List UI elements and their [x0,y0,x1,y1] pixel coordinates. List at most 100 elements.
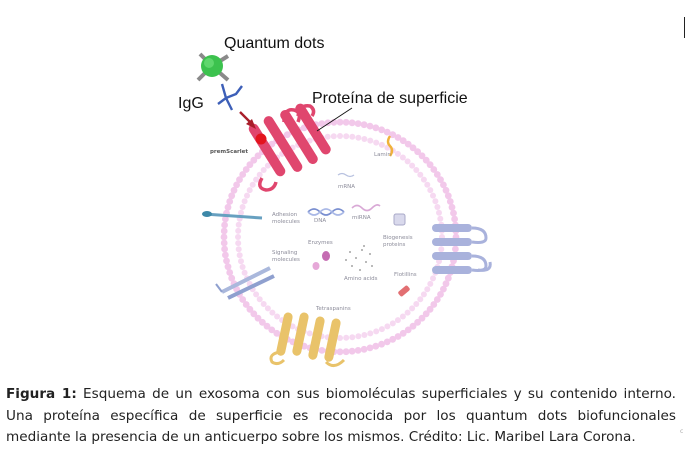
membrane-lipid [367,330,374,337]
membrane-lipid [426,305,434,313]
membrane-lipid [440,181,447,189]
membrane-lipid [436,209,442,216]
membrane-lipid [222,215,229,223]
membrane-lipid [437,291,444,298]
membrane-lipid [404,158,411,165]
membrane-lipid [378,340,385,348]
membrane-lipid [239,264,246,270]
premscarlet-label: premScarlet [210,149,248,155]
surface-protein-pointer [316,107,353,132]
membrane-lipid [394,150,401,157]
membrane-lipid [306,330,313,337]
membrane-lipid [250,310,258,318]
quantum-dots-label: Quantum dots [224,35,325,52]
membrane-lipid [399,313,406,320]
membrane-lipid [399,137,407,145]
igg-antibody [217,83,243,111]
signaling-receptor [215,266,275,300]
membrane-lipid [433,296,441,303]
membrane-lipid [318,347,326,354]
membrane-lipid [424,286,431,293]
membrane-lipid [418,314,426,322]
lamin-shape [386,135,394,157]
membrane-lipid [226,198,234,205]
membrane-lipid [235,234,241,240]
membrane-lipid [383,128,391,136]
mrna-top-label: mRNA [338,184,355,190]
membrane-lipid [221,245,229,253]
mirna-label: miRNA [352,215,371,221]
amino-acid-dot [361,249,363,251]
caption-prefix: Figura 1: [6,386,77,402]
membrane-lipid [264,162,271,169]
amino-acid-dot [359,269,361,271]
membrane-lipid [437,215,444,222]
membrane-lipid [253,291,260,298]
biogenesis-label: Biogenesis [383,235,413,241]
membrane-lipid [404,309,411,316]
membrane-lipid [246,187,253,194]
membrane-lipid [354,120,362,127]
membrane-lipid [450,209,457,217]
caption-text: Esquema de un exosoma con sus biomolécul… [6,386,676,445]
membrane-lipid [241,198,248,205]
enzymes-label: Enzymes [308,240,333,246]
tetraspanin-protein [269,312,346,367]
mrna-strand [351,204,381,212]
membrane-lipid [336,118,344,126]
membrane-lipid [306,137,313,144]
membrane-lipid [409,305,416,312]
membrane-lipid [230,186,238,194]
membrane-lipid [239,296,247,303]
membrane-lipid [399,329,407,337]
amino-acid-dot [363,245,365,247]
membrane-lipid [430,166,438,173]
membrane-lipid [389,131,397,139]
lamin-label: Lamin [374,152,391,158]
membrane-lipid [378,141,385,148]
flotillins-label: Flotillins [394,272,417,278]
membrane-lipid [259,318,266,326]
membrane-lipid [283,131,291,139]
membrane-lipid [417,171,424,178]
enzyme-shape-1 [322,251,330,261]
membrane-lipid [409,144,417,152]
membrane-lipid [244,192,250,199]
membrane-lipid [242,301,250,308]
membrane-lipid [256,296,263,303]
membrane-lipid [260,167,267,173]
membrane-lipid [220,239,228,247]
membrane-lipid [413,167,420,173]
membrane-lipid [354,347,362,354]
membrane-lipid [414,318,421,326]
membrane-lipid [430,275,436,282]
adhesion-molecule-stick [202,211,263,220]
binding-arrow [239,111,256,129]
membrane-lipid [409,322,417,330]
membrane-lipid [269,309,276,316]
membrane-lipid [424,181,431,188]
amino-acid-dot [351,265,353,267]
membrane-lipid [394,333,402,340]
exosome-diagram: Quantum dots IgG Proteína de superficie … [178,35,492,367]
membrane-lipid [422,310,430,318]
membrane-lipid [433,171,441,178]
igg-label: IgG [178,95,204,112]
membrane-lipid [220,227,228,235]
membrane-lipid [250,156,258,164]
membrane-lipid [442,186,450,194]
membrane-lipid [254,152,262,160]
membrane-lipid [413,301,420,307]
membrane-lipid [360,345,368,353]
membrane-lipid [343,133,350,140]
amino-acids-label: Amino acids [344,276,378,282]
membrane-lipid [264,305,271,312]
membrane-lipid [420,291,427,298]
membrane-outer [220,118,460,356]
membrane-lipid [366,344,374,352]
corner-mark: c [680,428,684,435]
membrane-lipid [427,280,434,287]
membrane-lipid [236,252,243,259]
amino-acid-dots [345,245,373,271]
membrane-lipid [361,136,368,142]
